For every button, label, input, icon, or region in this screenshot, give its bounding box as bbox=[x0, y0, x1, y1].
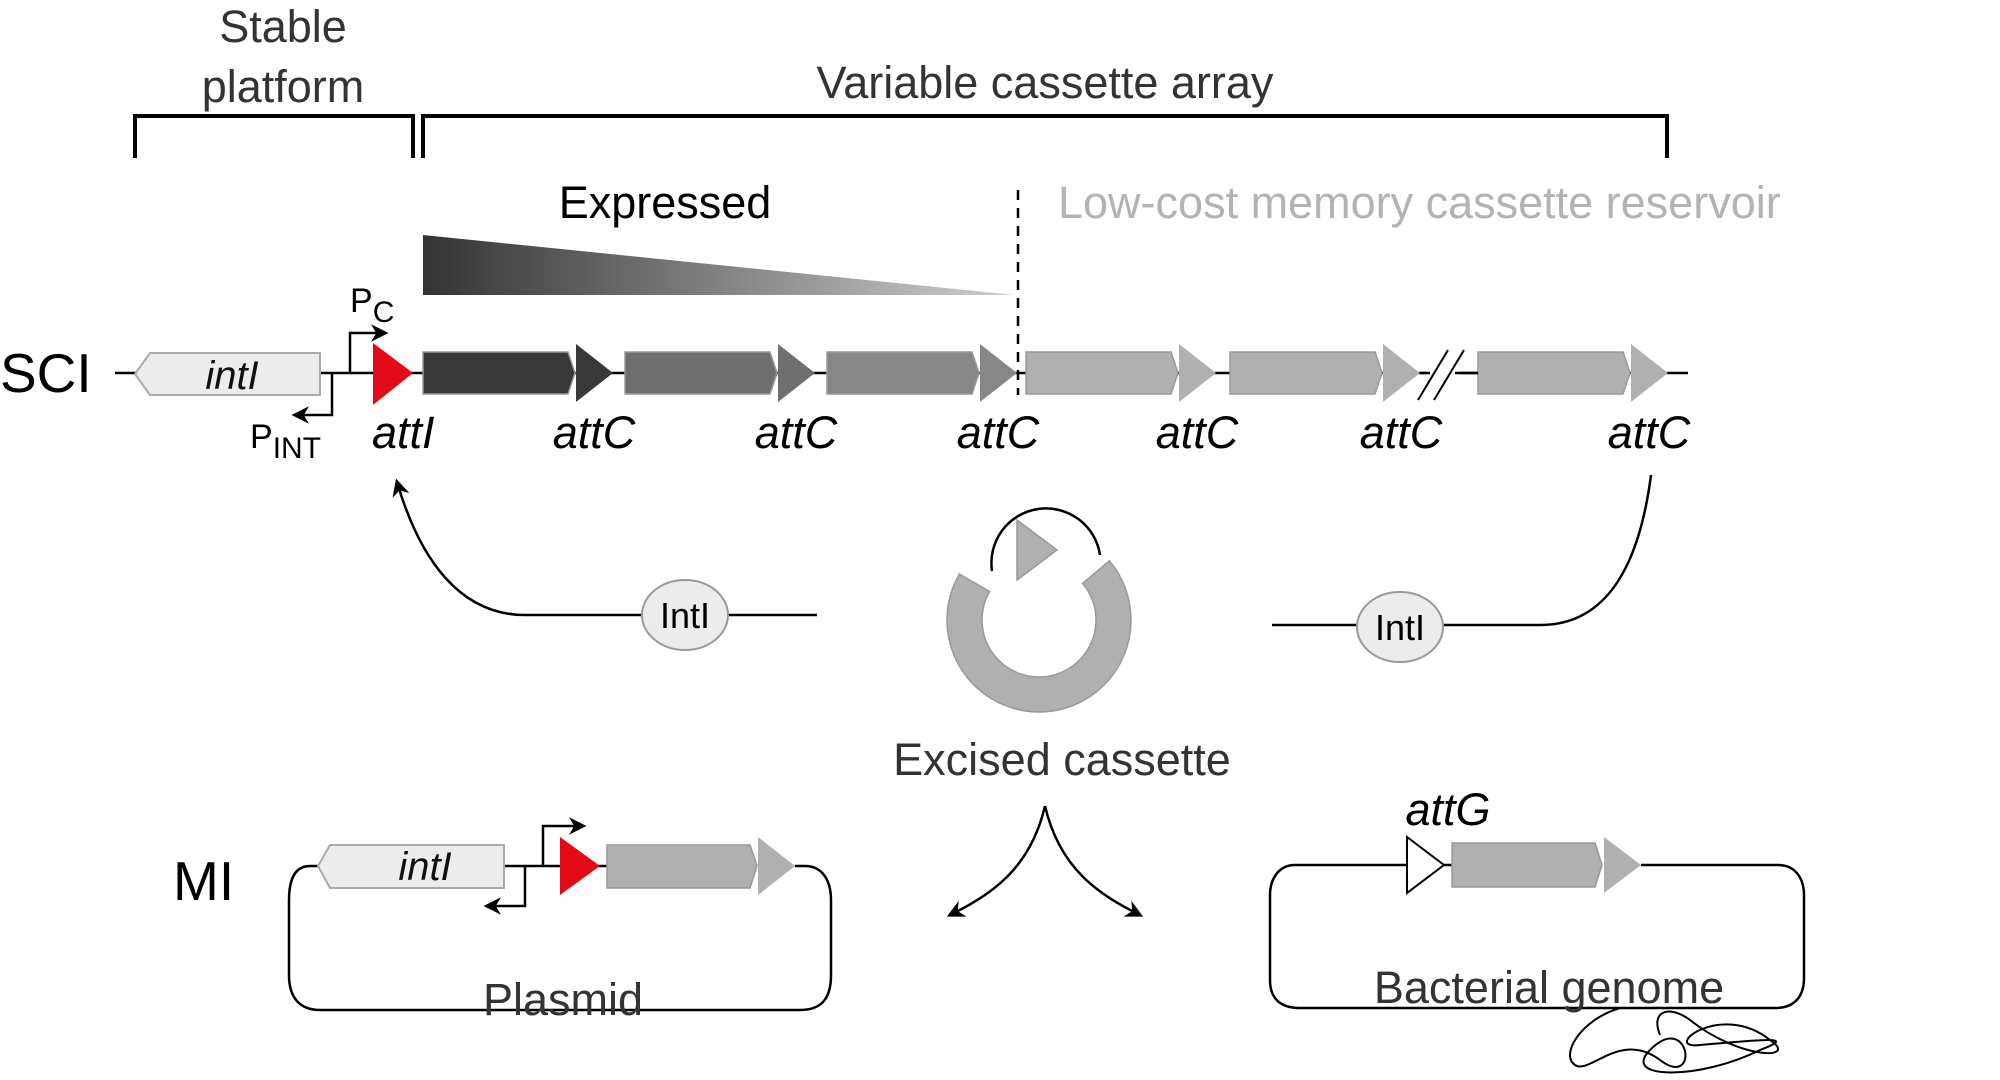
mi-attC-triangle bbox=[758, 837, 795, 895]
pint-promoter-label: PINT bbox=[250, 418, 321, 465]
attC-label: attC bbox=[1360, 407, 1443, 458]
stable-platform-header: Stable platform bbox=[133, 1, 415, 158]
bacterial-genome-label: Bacterial genome bbox=[1374, 962, 1724, 1013]
attI-label: attI bbox=[372, 407, 435, 458]
expression-gradient-wedge bbox=[423, 235, 1015, 295]
mi-label: MI bbox=[173, 850, 234, 912]
stable-platform-label-line2: platform bbox=[202, 61, 365, 112]
genome-cassette bbox=[1451, 842, 1603, 888]
plasmid-backbone bbox=[287, 864, 833, 1012]
attC-label: attC bbox=[957, 407, 1040, 458]
attG-label: attG bbox=[1405, 784, 1490, 835]
fork-arrows bbox=[946, 805, 1144, 917]
sci-intI-label: intI bbox=[205, 354, 258, 398]
variable-array-header: Variable cassette array bbox=[421, 57, 1669, 158]
sci-cassettes: attC attC attC attC attC attC bbox=[422, 344, 1691, 458]
attC-site-triangle bbox=[1631, 344, 1668, 402]
variable-array-label: Variable cassette array bbox=[817, 57, 1274, 108]
plasmid-label: Plasmid bbox=[483, 974, 643, 1025]
pint-promoter-arrow bbox=[291, 373, 334, 424]
gene-cassette bbox=[1477, 351, 1631, 395]
mobile-integron-plasmid: MI intI Plasmid bbox=[173, 817, 833, 1025]
mi-intI-label: intI bbox=[398, 845, 451, 889]
attI-site-triangle bbox=[373, 343, 413, 405]
pc-promoter-label: PC bbox=[350, 282, 394, 329]
bacterial-genome: attG Bacterial genome bbox=[1268, 784, 1806, 1074]
gene-cassette bbox=[422, 351, 576, 395]
intI-protein-left-label: IntI bbox=[660, 595, 710, 636]
chromosome-scribble bbox=[1569, 1007, 1779, 1074]
low-cost-reservoir-label: Low-cost memory cassette reservoir bbox=[1058, 177, 1781, 228]
attC-site-triangle bbox=[778, 344, 815, 402]
attC-label: attC bbox=[1608, 407, 1691, 458]
gene-cassette bbox=[1229, 351, 1383, 395]
mi-cassette bbox=[606, 844, 758, 889]
mi-intI-gene bbox=[316, 844, 505, 889]
mi-pc-promoter-arrow bbox=[541, 817, 587, 866]
intI-protein-left bbox=[641, 579, 729, 651]
mi-pint-promoter-arrow bbox=[483, 866, 527, 915]
genome-attC-triangle bbox=[1604, 837, 1641, 893]
attC-site-triangle bbox=[576, 344, 613, 402]
pc-promoter-arrow bbox=[348, 324, 389, 373]
gene-cassette bbox=[826, 351, 980, 395]
genome-backbone bbox=[1268, 863, 1806, 1010]
excised-cassette-label: Excised cassette bbox=[893, 734, 1231, 785]
integration-arrow-to-attI bbox=[392, 478, 817, 617]
arrow-to-plasmid bbox=[946, 805, 1047, 917]
attC-label: attC bbox=[1156, 407, 1239, 458]
gene-cassette bbox=[1025, 351, 1179, 395]
variable-array-bracket bbox=[421, 114, 1669, 158]
attC-site-triangle bbox=[1179, 344, 1216, 402]
gene-cassette bbox=[624, 351, 778, 395]
expressed-label: Expressed bbox=[559, 177, 772, 228]
excised-cassette-ring bbox=[946, 559, 1132, 713]
intI-protein-right bbox=[1356, 591, 1444, 663]
attC-label: attC bbox=[553, 407, 636, 458]
attG-site-triangle bbox=[1406, 834, 1446, 896]
attC-site-triangle bbox=[980, 344, 1017, 402]
stable-platform-label-line1: Stable bbox=[219, 1, 347, 52]
stable-platform-bracket bbox=[133, 114, 415, 158]
array-break-marks bbox=[1417, 349, 1478, 401]
mi-attI-triangle bbox=[560, 837, 600, 895]
sci-intI-gene bbox=[133, 352, 321, 396]
excision-line-from-attC bbox=[1272, 474, 1653, 627]
attC-site-triangle bbox=[1383, 344, 1420, 402]
excised-cassette-circle: Excised cassette bbox=[893, 507, 1231, 785]
left-integration-path: IntI bbox=[392, 478, 817, 651]
attC-label: attC bbox=[755, 407, 838, 458]
arrow-to-genome bbox=[1043, 805, 1144, 917]
intI-protein-right-label: IntI bbox=[1375, 607, 1425, 648]
right-excision-path: IntI bbox=[1272, 474, 1653, 663]
excised-attC-triangle bbox=[1016, 518, 1059, 582]
sci-label: SCI bbox=[0, 342, 92, 404]
